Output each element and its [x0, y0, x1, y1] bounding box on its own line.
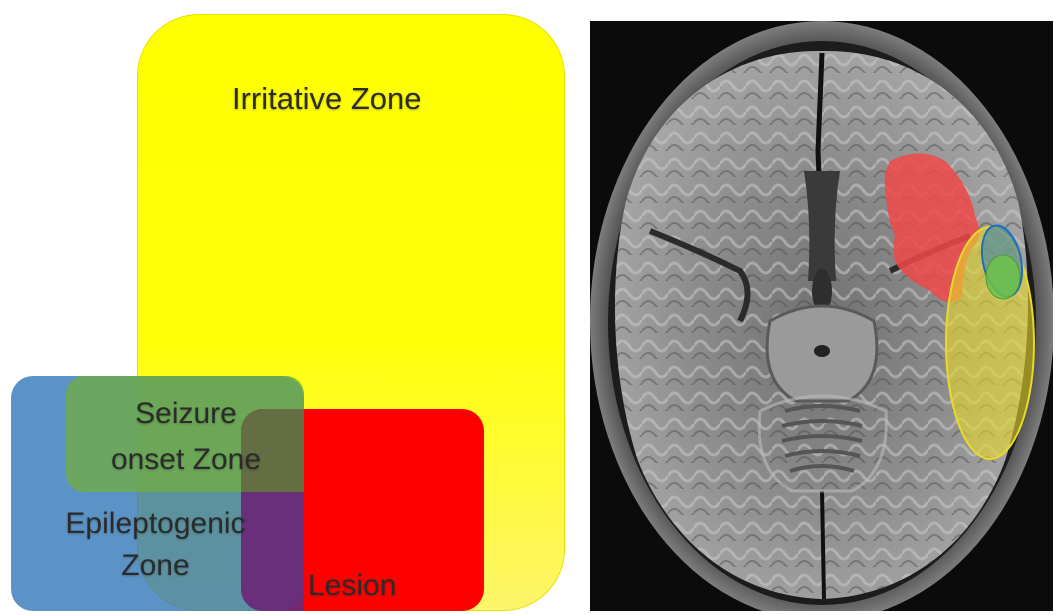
lesion-label: Lesion	[308, 569, 418, 603]
epileptogenic-zone-label-line2: Zone	[28, 549, 283, 583]
brain-mri-image	[590, 21, 1053, 611]
aqueduct	[814, 345, 830, 357]
posterior-fissure	[822, 491, 824, 599]
frontal-horns	[804, 171, 840, 281]
epileptogenic-zone-label-line1: Epileptogenic	[28, 507, 283, 541]
irritative-zone-label: Irritative Zone	[232, 82, 502, 116]
seizure-onset-zone-label-line1: Seizure	[86, 397, 286, 431]
mri-seizure-onset-zone-overlay	[986, 255, 1020, 299]
seizure-onset-zone-label-line2: onset Zone	[86, 443, 286, 477]
mri-illustration	[590, 21, 1053, 611]
